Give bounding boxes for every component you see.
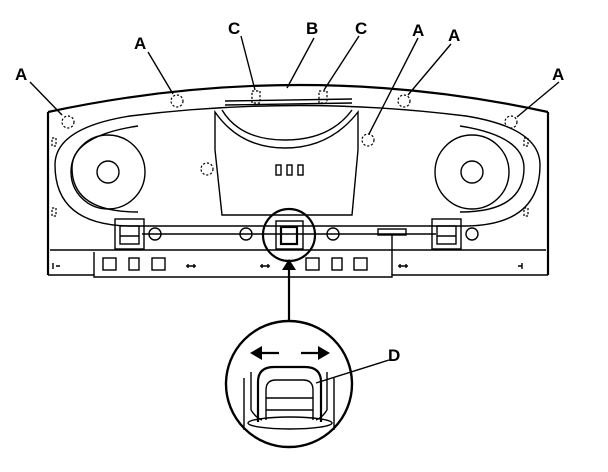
- right-arrow-icon: [301, 346, 330, 360]
- left-hook: [114, 218, 145, 250]
- left-speaker: [70, 134, 146, 210]
- center-upper-cutout: [214, 109, 359, 216]
- center-slots: [275, 164, 304, 176]
- right-speaker: [434, 134, 510, 210]
- detail-pointer-arrow: [282, 259, 296, 322]
- callout-b: B: [306, 19, 318, 38]
- clip-markers-c: [251, 90, 328, 104]
- callout-d: D: [388, 346, 400, 365]
- callout-a-right: A: [552, 65, 564, 84]
- callout-a-center-right: A: [412, 21, 424, 40]
- right-hook: [431, 218, 462, 250]
- callout-a-upper-right: A: [448, 26, 460, 45]
- left-arrow-icon: [250, 346, 279, 360]
- right-tab: [377, 228, 407, 252]
- leader-d: [315, 359, 390, 384]
- lower-slots: [102, 257, 368, 271]
- panel-outline: [46, 83, 550, 278]
- detail-view: [224, 319, 354, 449]
- small-marks: [52, 263, 523, 269]
- callout-a-left: A: [15, 65, 27, 84]
- leader-lines: [29, 35, 560, 135]
- clip-markers-a: [61, 94, 518, 176]
- side-slots: [51, 137, 529, 217]
- callout-a-upper-left: A: [134, 34, 146, 53]
- center-hook: [261, 207, 317, 263]
- lower-clip-circles: [148, 227, 479, 241]
- callout-c-right: C: [355, 19, 367, 38]
- top-lip-strip: [224, 98, 353, 106]
- oval-track: [54, 104, 541, 227]
- callout-c-left: C: [228, 19, 240, 38]
